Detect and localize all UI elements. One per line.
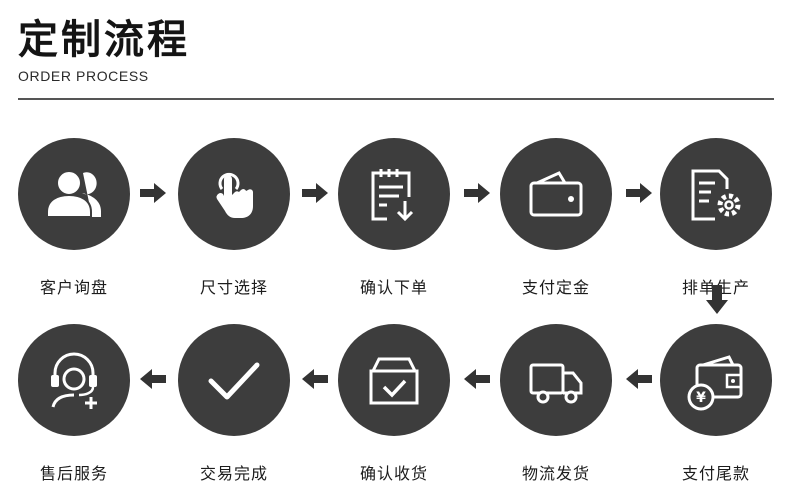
step-circle [338,138,450,250]
arrow-left-icon [624,368,654,390]
step-circle: ¥ [660,324,772,436]
step-pay-balance: ¥ 支付尾款 [658,324,774,484]
step-circle [660,138,772,250]
step-size-selection: 尺寸选择 [176,138,292,298]
step-label: 确认收货 [359,464,428,483]
clipboard-download-icon [371,169,414,222]
step-label: 客户询盘 [39,278,108,297]
checkmark-icon [208,362,260,400]
arrow-right-icon [624,182,654,204]
step-circle [18,138,130,250]
page-subtitle: ORDER PROCESS [18,68,149,84]
step-pay-deposit: 支付定金 [498,138,614,298]
arrow-right-icon [138,182,168,204]
document-gear-icon [691,169,741,221]
step-circle [178,324,290,436]
step-confirm-receipt: 确认收货 [336,324,452,484]
step-transaction-complete: 交易完成 [176,324,292,484]
step-label: 交易完成 [199,464,268,483]
customers-icon [46,170,101,218]
arrow-left-icon [462,368,492,390]
step-production-scheduling: 排单生产 [658,138,774,298]
step-circle [500,324,612,436]
wallet-icon [529,171,583,217]
headset-support-icon [51,352,97,409]
step-label: 支付尾款 [681,464,750,483]
step-label: 尺寸选择 [199,278,268,297]
step-label: 确认下单 [359,278,428,297]
step-circle [338,324,450,436]
step-circle [500,138,612,250]
box-check-icon [369,357,419,405]
page-title: 定制流程 [18,17,190,63]
step-label: 售后服务 [39,464,108,483]
step-label: 物流发货 [521,464,590,483]
step-after-sales-service: 售后服务 [16,324,132,484]
svg-text:¥: ¥ [696,390,706,406]
step-circle [178,138,290,250]
arrow-down-icon [705,284,729,316]
arrow-left-icon [300,368,330,390]
title-divider [18,98,774,100]
arrow-right-icon [462,182,492,204]
wallet-yen-icon: ¥ [687,355,743,411]
step-circle [18,324,130,436]
tap-hand-icon [216,172,253,218]
step-customer-inquiry: 客户询盘 [16,138,132,298]
truck-icon [529,363,583,404]
step-label: 支付定金 [521,278,590,297]
arrow-right-icon [300,182,330,204]
step-logistics-shipping: 物流发货 [498,324,614,484]
step-confirm-order: 确认下单 [336,138,452,298]
arrow-left-icon [138,368,168,390]
